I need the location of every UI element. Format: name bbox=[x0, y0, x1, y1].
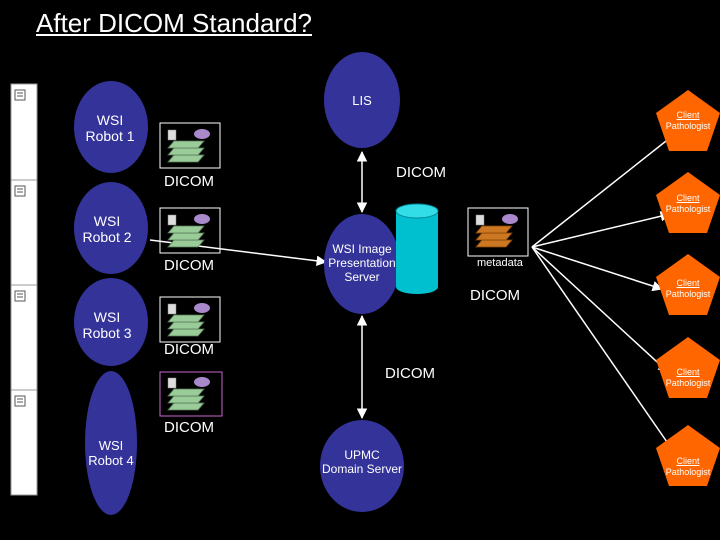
client-label-4: Client Pathologist bbox=[660, 367, 716, 389]
slide-stack-4 bbox=[167, 376, 211, 411]
scanner-device-2 bbox=[10, 179, 38, 286]
robot-3-label-line-2: Robot 3 bbox=[82, 325, 132, 341]
client-pentagon-4 bbox=[656, 337, 720, 398]
robot-1-label: WSI Robot 1 bbox=[72, 112, 148, 144]
wsi-server-label: WSI Image Presentation Server bbox=[318, 242, 406, 284]
dicom-label-domain: DICOM bbox=[385, 365, 435, 382]
robot-2-label: WSI Robot 2 bbox=[69, 213, 145, 245]
wsi-server-label-line-1: WSI Image bbox=[332, 242, 392, 256]
image-box-metadata bbox=[467, 207, 529, 257]
robot-2-label-line-2: Robot 2 bbox=[82, 229, 132, 245]
lis-node bbox=[324, 52, 400, 148]
client-label-1: Client Pathologist bbox=[660, 110, 716, 132]
client-label-5-line-1: Client bbox=[676, 456, 700, 466]
dicom-label-robot-3: DICOM bbox=[164, 341, 214, 358]
image-box-1 bbox=[159, 122, 221, 169]
client-label-4-line-2: Pathologist bbox=[665, 378, 711, 388]
image-box-4 bbox=[159, 371, 223, 417]
arrow-to-client-2 bbox=[531, 211, 672, 248]
client-label-2-line-1: Client bbox=[676, 193, 700, 203]
robot-4-label-line-1: WSI bbox=[98, 438, 124, 453]
dicom-label-robot-4: DICOM bbox=[164, 419, 214, 436]
robot-2-label-line-1: WSI bbox=[93, 213, 121, 229]
domain-server-node bbox=[320, 420, 404, 512]
robot-1-node bbox=[74, 81, 148, 173]
database-cylinder bbox=[395, 203, 439, 294]
scanner-device-3 bbox=[10, 284, 38, 391]
robot-3-node bbox=[74, 278, 148, 366]
slide-stack-3 bbox=[167, 302, 211, 337]
client-pentagon-3 bbox=[656, 254, 720, 315]
robot-4-label-line-2: Robot 4 bbox=[88, 453, 134, 468]
arrow-to-client-3 bbox=[531, 246, 663, 292]
robot-1-label-line-2: Robot 1 bbox=[85, 128, 135, 144]
image-box-3 bbox=[159, 296, 221, 343]
client-pentagon-1 bbox=[656, 90, 720, 151]
client-label-3-line-2: Pathologist bbox=[665, 289, 711, 299]
client-label-1-line-1: Client bbox=[676, 110, 700, 120]
client-label-4-line-1: Client bbox=[676, 367, 700, 377]
client-label-5-line-2: Pathologist bbox=[665, 467, 711, 477]
slide-stack-2 bbox=[167, 213, 211, 248]
robot-2-node bbox=[74, 182, 148, 274]
dicom-label-lis: DICOM bbox=[396, 164, 446, 181]
wsi-server-label-line-3: Server bbox=[344, 270, 380, 284]
scanner-device-4 bbox=[10, 389, 38, 496]
robot-4-label: WSI Robot 4 bbox=[73, 438, 149, 468]
wsi-server-label-line-2: Presentation bbox=[328, 256, 396, 270]
domain-server-label-line-2: Domain Server bbox=[321, 462, 403, 476]
client-label-2: Client Pathologist bbox=[660, 193, 716, 215]
robot-3-label-line-1: WSI bbox=[93, 309, 121, 325]
dicom-label-clients: DICOM bbox=[470, 287, 520, 304]
arrow-to-client-5 bbox=[531, 246, 677, 456]
scanner-device-1 bbox=[10, 83, 38, 190]
arrow-to-client-1 bbox=[531, 129, 681, 248]
dicom-label-robot-1: DICOM bbox=[164, 173, 214, 190]
client-pentagon-2 bbox=[656, 172, 720, 233]
client-label-1-line-2: Pathologist bbox=[665, 121, 711, 131]
robot-4-node bbox=[85, 371, 137, 515]
robot-1-label-line-1: WSI bbox=[96, 112, 124, 128]
client-label-3: Client Pathologist bbox=[660, 278, 716, 300]
domain-server-label-line-1: UPMC bbox=[344, 448, 380, 462]
slide-title: After DICOM Standard? bbox=[36, 8, 312, 38]
client-label-3-line-1: Client bbox=[676, 278, 700, 288]
robot-3-label: WSI Robot 3 bbox=[69, 309, 145, 341]
image-box-2 bbox=[159, 207, 221, 254]
client-pentagon-5 bbox=[656, 425, 720, 486]
slide-stack-1 bbox=[167, 128, 211, 163]
metadata-slide-stack bbox=[475, 214, 518, 248]
wsi-server-node bbox=[324, 214, 400, 314]
client-label-5: Client Pathologist bbox=[660, 456, 716, 478]
lis-label: LIS bbox=[352, 93, 372, 108]
dicom-label-robot-2: DICOM bbox=[164, 257, 214, 274]
domain-server-label: UPMC Domain Server bbox=[312, 448, 412, 476]
client-label-2-line-2: Pathologist bbox=[665, 204, 711, 214]
arrow-to-client-4 bbox=[531, 246, 669, 373]
metadata-label: metadata bbox=[477, 257, 523, 269]
